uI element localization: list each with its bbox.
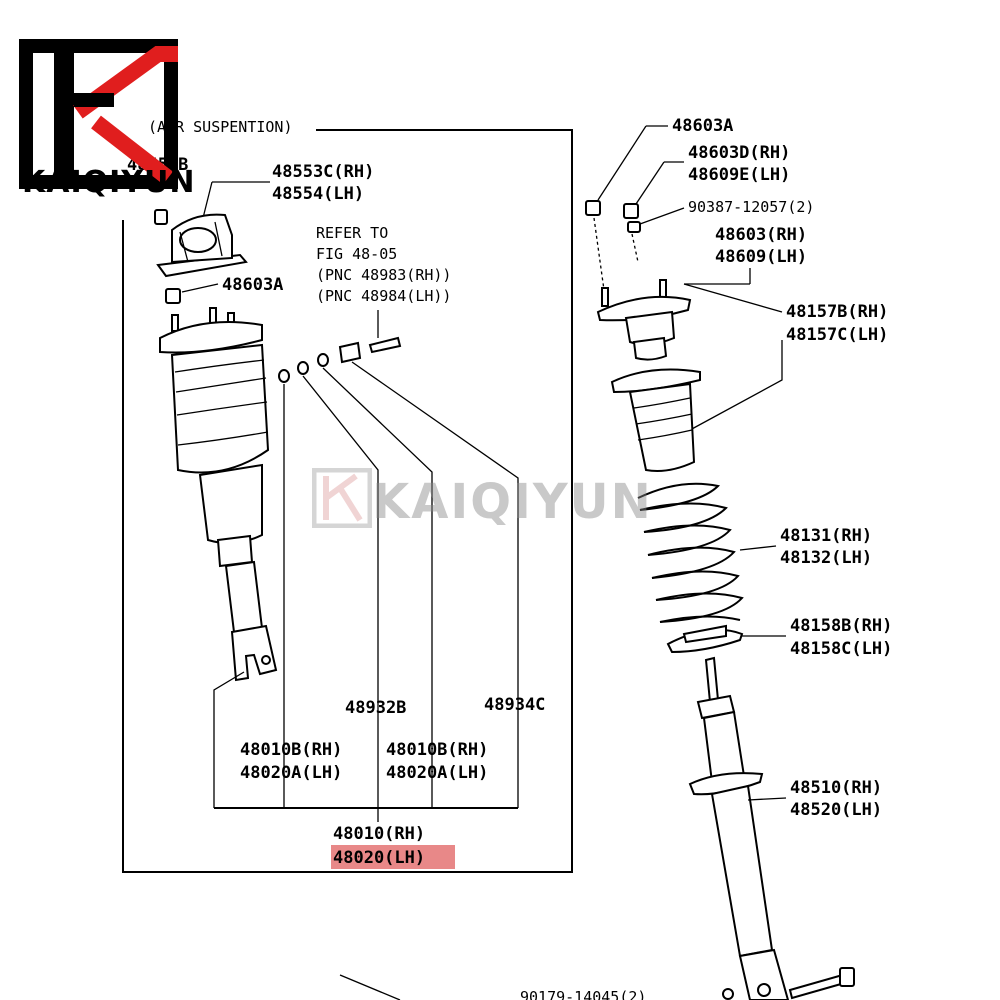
washer-90387 <box>627 221 641 233</box>
label-48609e: 48609E(LH) <box>688 165 790 185</box>
label-48603d: 48603D(RH) <box>688 143 790 163</box>
leader-48934c <box>351 361 519 808</box>
upper-mount-48603 <box>596 279 692 361</box>
shock-absorber-48510 <box>688 656 790 1000</box>
label-48603a-left: 48603A <box>222 275 283 295</box>
refer-line-1: REFER TO <box>316 224 388 242</box>
brand-logo-text: KAIQIYUN <box>22 165 196 200</box>
bolt-90179 <box>722 967 855 1000</box>
lower-seat-48158 <box>666 624 744 654</box>
leader-48603a-right-b <box>597 125 647 201</box>
label-90387: 90387-12057(2) <box>688 198 814 216</box>
label-48554: 48554(LH) <box>272 184 364 204</box>
label-48158b: 48158B(RH) <box>790 616 892 636</box>
label-48932b: 48932B <box>345 698 406 718</box>
watermark-text: KAIQIYUN <box>372 474 653 530</box>
label-48157c: 48157C(LH) <box>786 325 888 345</box>
leader-48510 <box>747 797 787 801</box>
label-48609: 48609(LH) <box>715 247 807 267</box>
watermark-logo-icon <box>312 468 372 528</box>
refer-line-3: (PNC 48983(RH)) <box>316 266 451 284</box>
label-48157b: 48157B(RH) <box>786 302 888 322</box>
label-48010: 48010(RH) <box>333 824 425 844</box>
label-48020: 48020(LH) <box>333 848 425 868</box>
stud-guide-2 <box>631 233 639 263</box>
nut-48603a-right <box>585 200 601 216</box>
leader-48603a-left <box>181 283 219 293</box>
nut-48553b <box>154 209 168 225</box>
nut-48603d <box>623 203 639 219</box>
brand-logo-icon <box>19 39 178 189</box>
section-title: (AIR SUSPENTION) <box>148 118 293 136</box>
pipe-fitting <box>368 336 402 354</box>
o-ring-48010b-1 <box>278 369 290 383</box>
label-48603: 48603(RH) <box>715 225 807 245</box>
o-ring-48932b <box>317 353 329 367</box>
highlight-48020 <box>331 845 455 869</box>
o-ring-48010b-2 <box>297 361 309 375</box>
label-48010b-2: 48010B(RH) <box>386 740 488 760</box>
label-48934c: 48934C <box>484 695 545 715</box>
label-48132: 48132(LH) <box>780 548 872 568</box>
label-48131: 48131(RH) <box>780 526 872 546</box>
leader-90387 <box>639 207 685 225</box>
label-48010b-1: 48010B(RH) <box>240 740 342 760</box>
leader-strut <box>213 671 245 808</box>
air-strut-48010 <box>159 307 278 682</box>
air-suspension-group-frame <box>122 129 573 873</box>
fitting-48934c <box>338 341 362 364</box>
coil-spring-48131 <box>637 482 744 623</box>
label-48603a-right: 48603A <box>672 116 733 136</box>
dust-cap-48553c <box>156 213 248 278</box>
spring-seat-48157 <box>610 368 701 472</box>
leader-48157-bottom <box>689 340 783 431</box>
leader-48131 <box>739 545 777 551</box>
refer-line-4: (PNC 48984(LH)) <box>316 287 451 305</box>
label-90179: 90179-14045(2) <box>520 988 646 1000</box>
label-48553c: 48553C(RH) <box>272 162 374 182</box>
leader-bottom-left <box>339 974 401 1000</box>
label-48020a-1: 48020A(LH) <box>240 763 342 783</box>
leader-48010b-2 <box>322 367 433 808</box>
label-48520: 48520(LH) <box>790 800 882 820</box>
stud-guide-1 <box>593 217 605 291</box>
label-48510: 48510(RH) <box>790 778 882 798</box>
leader-48157-top <box>683 283 783 313</box>
label-48158c: 48158C(LH) <box>790 639 892 659</box>
leader-48932b <box>302 375 379 808</box>
nut-48603a-left <box>165 288 181 304</box>
label-48020a-2: 48020A(LH) <box>386 763 488 783</box>
refer-line-2: FIG 48-05 <box>316 245 397 263</box>
leader-48603d-b <box>635 161 665 205</box>
